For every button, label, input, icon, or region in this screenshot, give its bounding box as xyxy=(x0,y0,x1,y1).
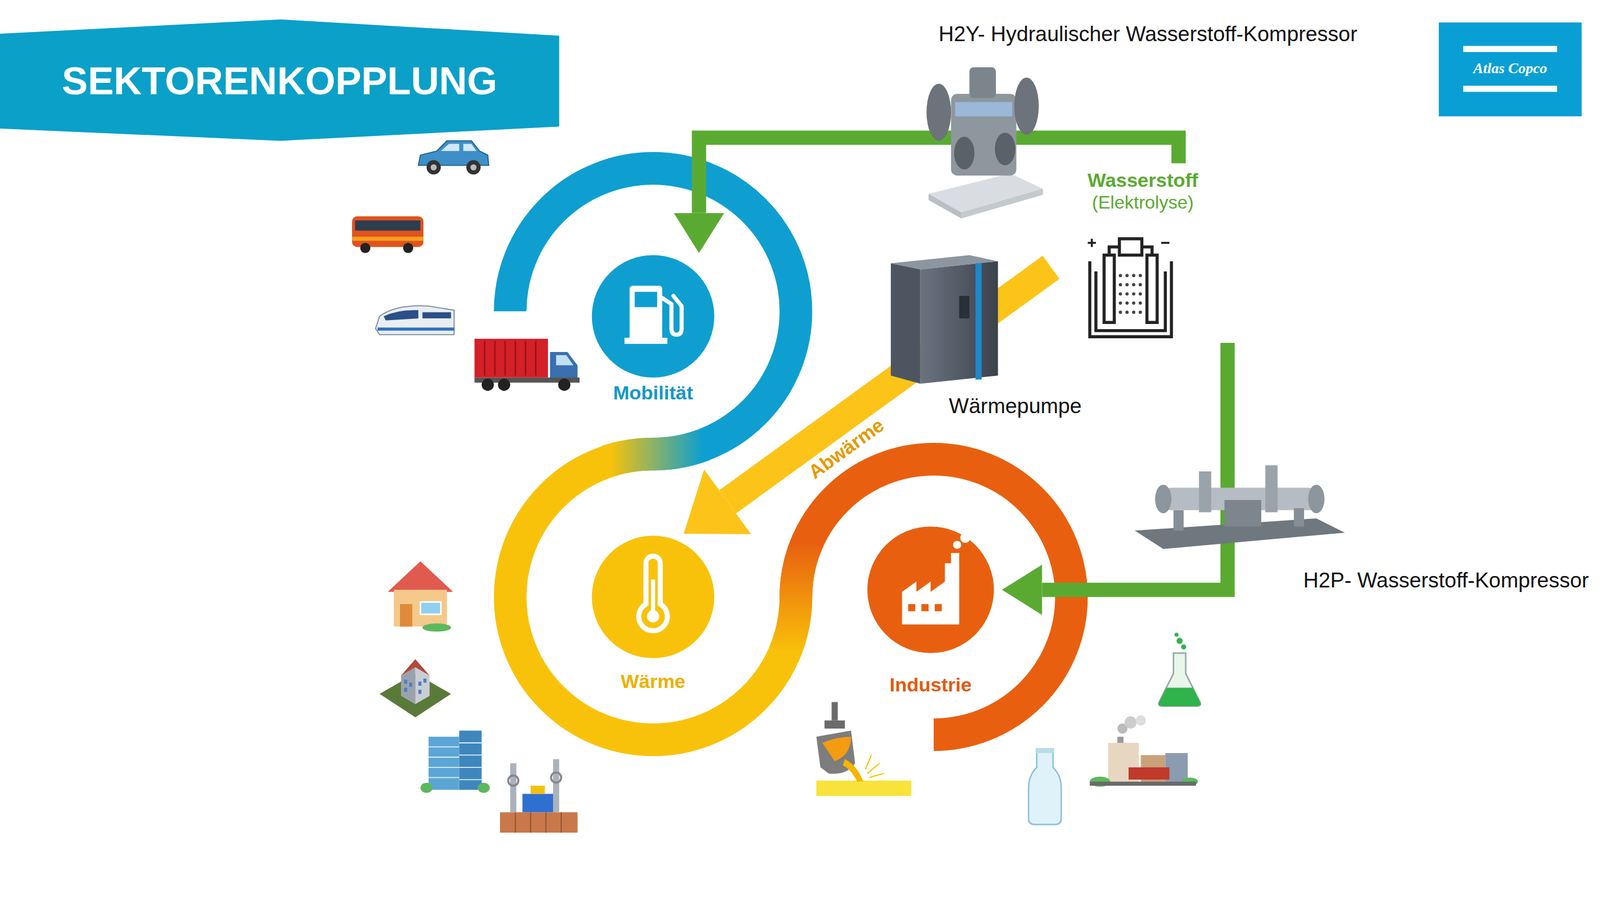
bubble-dot xyxy=(1138,282,1143,287)
train-icon xyxy=(375,305,455,335)
bubble-dot xyxy=(1118,292,1123,296)
bubble-dot xyxy=(1132,273,1136,278)
fuel-pump-icon xyxy=(624,285,682,344)
bubble-dot xyxy=(1118,301,1123,306)
bubble-dot xyxy=(1125,282,1129,287)
compressor-label: H2Y- Hydraulischer Wasserstoff-Kompresso… xyxy=(897,22,1398,63)
house-icon xyxy=(388,561,454,632)
logo-text: Atlas Copco xyxy=(1438,53,1582,84)
bubble-dot xyxy=(1118,273,1123,278)
bottle-icon xyxy=(1028,748,1062,825)
company-logo xyxy=(1438,22,1582,116)
h2y-compressor xyxy=(926,67,1043,219)
mobility-ring xyxy=(510,168,796,455)
bubble-dot xyxy=(1132,292,1136,296)
electrolysis-icon xyxy=(1088,238,1172,337)
node-label: Wärmepumpe xyxy=(949,394,1082,419)
flow-arrow xyxy=(1042,342,1228,590)
ring-blend xyxy=(784,540,808,653)
bubble-dot xyxy=(1132,310,1136,315)
factory-icon xyxy=(902,530,979,625)
bubble-dot xyxy=(1138,273,1143,278)
sector-circle: Wärme xyxy=(581,533,725,694)
bubble-dot xyxy=(1125,273,1129,278)
flow-arrow xyxy=(727,267,1051,502)
bubble-dot xyxy=(1138,301,1143,306)
electrolyte-bubbles xyxy=(1118,273,1143,314)
heat-circle xyxy=(592,536,715,659)
car-icon xyxy=(418,140,489,175)
node-label: Wasserstoff xyxy=(1087,169,1198,192)
sector-circle: Industrie xyxy=(859,526,1003,696)
bubble-dot xyxy=(1138,292,1143,296)
flask-icon xyxy=(1158,632,1201,707)
node-label: Wärme xyxy=(620,670,686,693)
node-label: H2Y- Hydraulischer Wasserstoff-Kompresso… xyxy=(938,22,1358,47)
compressor-label: H2P- Wasserstoff-Kompressor xyxy=(1127,556,1589,593)
bubble-dot xyxy=(1118,310,1123,315)
office-icon xyxy=(420,730,490,794)
hydrogen-source: Wasserstoff(Elektrolyse) xyxy=(1050,163,1235,343)
heat-pump: Wärmepumpe xyxy=(923,253,1107,419)
truck-icon xyxy=(474,338,580,391)
industry-circle xyxy=(867,526,994,653)
title-text: SEKTORENKOPPLUNG xyxy=(0,36,560,126)
thermometer-icon xyxy=(638,556,668,631)
node-label: H2P- Wasserstoff-Kompressor xyxy=(1303,568,1590,594)
mobility-circle xyxy=(592,254,715,378)
ladle-icon xyxy=(816,702,912,796)
bubble-dot xyxy=(1125,301,1129,306)
bubble-dot xyxy=(1132,282,1136,287)
title-banner xyxy=(0,19,560,142)
bubble-dot xyxy=(1132,301,1136,306)
bus-icon xyxy=(352,216,424,254)
bubble-dot xyxy=(1125,310,1129,315)
h2p-compressor xyxy=(1134,465,1346,549)
plant-icon xyxy=(500,759,578,834)
heat-pump-cabinet xyxy=(890,254,999,384)
node-label: (Elektrolyse) xyxy=(1092,192,1194,214)
building-icon xyxy=(379,659,451,718)
bubble-dot xyxy=(1125,292,1129,296)
ring-blend xyxy=(607,445,705,462)
node-label: Industrie xyxy=(889,673,972,696)
bubble-dot xyxy=(1138,310,1143,315)
industry-ring xyxy=(796,459,1072,735)
sector-circle: Mobilität xyxy=(581,253,725,404)
node-label: Mobilität xyxy=(613,381,694,404)
bubble-dot xyxy=(1118,282,1123,287)
industrial-site-icon xyxy=(1089,715,1198,787)
